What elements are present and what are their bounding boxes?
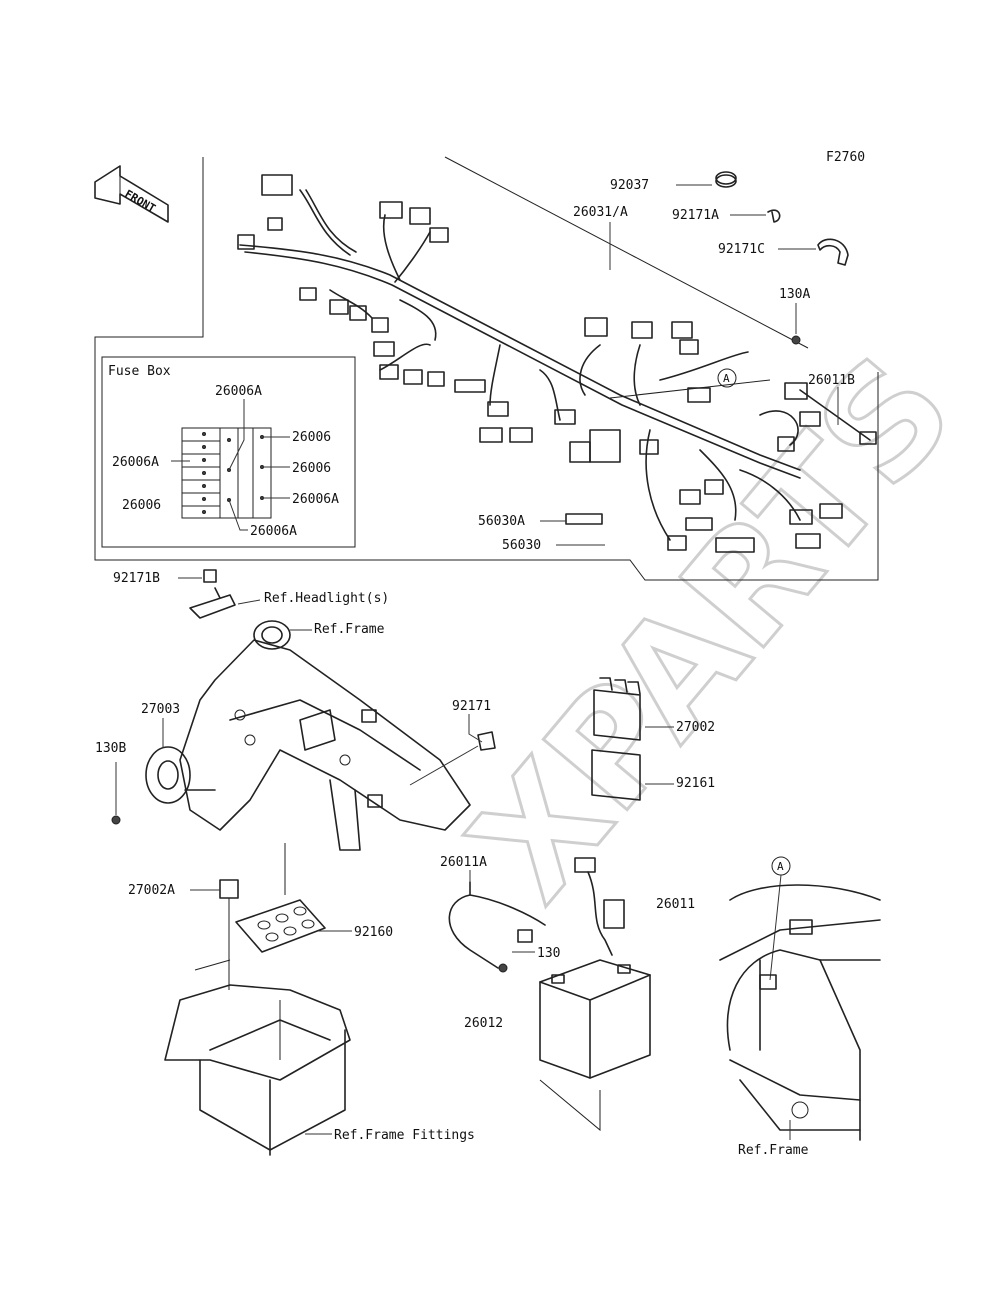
rear-frame-drawing	[719, 884, 881, 1141]
battery-cable-26011a-drawing	[448, 881, 546, 973]
label-130a: 130A	[779, 287, 810, 302]
front-arrow-icon: FRONT	[94, 165, 169, 223]
label-26031a: 26031/A	[573, 205, 628, 220]
part-27002-drawing	[593, 677, 641, 741]
part-92171b-drawing	[189, 569, 236, 619]
svg-text:A: A	[777, 860, 784, 873]
label-27002: 27002	[676, 720, 715, 735]
part-92171c-drawing	[817, 238, 849, 266]
label-ref-headlight: Ref.Headlight(s)	[264, 591, 389, 606]
label-26011: 26011	[656, 897, 695, 912]
callout-a-bottom: A	[769, 856, 791, 981]
part-92171a-drawing	[767, 209, 781, 223]
label-92171: 92171	[452, 699, 491, 714]
svg-text:A: A	[723, 372, 730, 385]
fuse-box-frame	[101, 356, 356, 548]
label-56030: 56030	[502, 538, 541, 553]
label-ref-frame-fittings: Ref.Frame Fittings	[334, 1128, 475, 1143]
label-130b: 130B	[95, 741, 126, 756]
figure-code: F2760	[826, 150, 865, 165]
label-92037: 92037	[610, 178, 649, 193]
label-ref-frame-bottom: Ref.Frame	[738, 1143, 809, 1158]
label-26006-r2: 26006	[292, 461, 331, 476]
callout-a-top: A	[717, 368, 737, 388]
label-26006a-r3: 26006A	[292, 492, 339, 507]
label-27003: 27003	[141, 702, 180, 717]
part-130b-drawing	[111, 815, 121, 825]
label-92171c: 92171C	[718, 242, 765, 257]
part-92171-drawing	[477, 731, 496, 751]
main-wiring-harness-drawing	[237, 174, 877, 553]
part-92161-drawing	[591, 749, 641, 801]
battery-cable-26011-drawing	[574, 857, 625, 956]
part-27003-horn-drawing	[145, 746, 216, 804]
battery-case-drawing	[164, 843, 351, 1156]
label-92171b: 92171B	[113, 571, 160, 586]
part-130a-drawing	[791, 335, 801, 345]
label-26006-left: 26006	[122, 498, 161, 513]
front-arrow-label: FRONT	[123, 187, 159, 215]
label-26006a-left: 26006A	[112, 455, 159, 470]
part-92037-drawing	[715, 171, 737, 188]
fuse-box-title: Fuse Box	[108, 364, 171, 379]
fuse-box-inset: Fuse Box 26006A 26006 26006A 26006 26006…	[101, 356, 356, 548]
label-27002a: 27002A	[128, 883, 175, 898]
label-ref-frame-top: Ref.Frame	[314, 622, 385, 637]
fuse-box-drawing	[181, 427, 272, 519]
label-26011a: 26011A	[440, 855, 487, 870]
label-26006-r1: 26006	[292, 430, 331, 445]
front-frame-drawing	[179, 620, 471, 851]
label-92160: 92160	[354, 925, 393, 940]
label-26006a-top: 26006A	[215, 384, 262, 399]
label-26006a-bottom: 26006A	[250, 524, 297, 539]
label-130: 130	[537, 946, 560, 961]
label-26011b: 26011B	[808, 373, 855, 388]
label-92171a: 92171A	[672, 208, 719, 223]
part-26012-battery-drawing	[539, 959, 651, 1079]
label-92161: 92161	[676, 776, 715, 791]
watermark-text: XPARTS	[438, 324, 987, 931]
label-56030a: 56030A	[478, 514, 525, 529]
label-26012: 26012	[464, 1016, 503, 1031]
